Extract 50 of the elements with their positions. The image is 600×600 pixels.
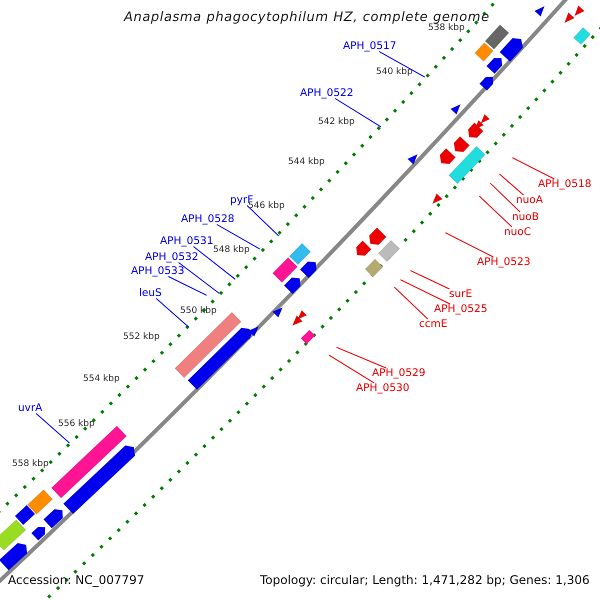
leader-line [328, 354, 375, 384]
leader-line [178, 262, 220, 294]
tick-label: 544 kbp [288, 158, 325, 167]
gene-label: nuoC [504, 227, 532, 238]
tick-label: 548 kbp [213, 246, 250, 255]
leader-line [512, 157, 555, 180]
leader-line [336, 346, 387, 368]
leader-line [499, 173, 524, 196]
leader-line [444, 232, 494, 258]
tick-label: 556 kbp [58, 420, 95, 429]
leader-line [216, 224, 260, 250]
leader-line [378, 51, 426, 78]
tick-label: 542 kbp [318, 118, 355, 127]
accession-note: Accession: NC_007797 [8, 574, 144, 586]
leader-line [490, 182, 521, 212]
tick-label: 552 kbp [123, 333, 160, 342]
gene-label: ccmE [419, 319, 448, 330]
genome-summary: Topology: circular; Length: 1,471,282 bp; Genes: 1,306 [260, 574, 590, 586]
gene-label: surE [449, 289, 472, 300]
gene-label: APH_0529 [372, 368, 426, 378]
leader-line [400, 279, 450, 304]
leader-line [168, 276, 208, 296]
leader-line [394, 286, 428, 320]
leader-line [334, 98, 382, 128]
gene-label: APH_0517 [343, 41, 396, 52]
gene-label: APH_0532 [145, 252, 198, 262]
tick-label: 550 kbp [180, 307, 217, 316]
gene-label: APH_0528 [181, 214, 234, 224]
leader-line [410, 270, 450, 290]
gene-label: APH_0531 [160, 236, 214, 246]
gene-label: nuoB [512, 212, 539, 222]
tick-label: 540 kbp [376, 68, 413, 77]
leader-line [36, 413, 70, 444]
gene-label: nuoA [516, 195, 543, 206]
tick-label: 538 kbp [428, 24, 465, 33]
leader-line [156, 298, 189, 328]
gene-label: APH_0523 [477, 257, 530, 268]
gene-label: APH_0530 [356, 383, 410, 394]
leader-line [478, 196, 512, 228]
leader-line [192, 246, 236, 280]
gene-label: APH_0522 [300, 88, 354, 98]
title: Anaplasma phagocytophilum HZ, complete genome [124, 11, 490, 24]
gene-label: leuS [139, 288, 162, 298]
tick-label: 558 kbp [12, 460, 49, 469]
gene-label: uvrA [18, 403, 42, 414]
gene-label: APH_0525 [434, 304, 488, 314]
gene-label: APH_0518 [538, 179, 592, 190]
gene-label: APH_0533 [131, 266, 184, 276]
leader-line [246, 205, 280, 236]
tick-label: 554 kbp [83, 375, 120, 384]
